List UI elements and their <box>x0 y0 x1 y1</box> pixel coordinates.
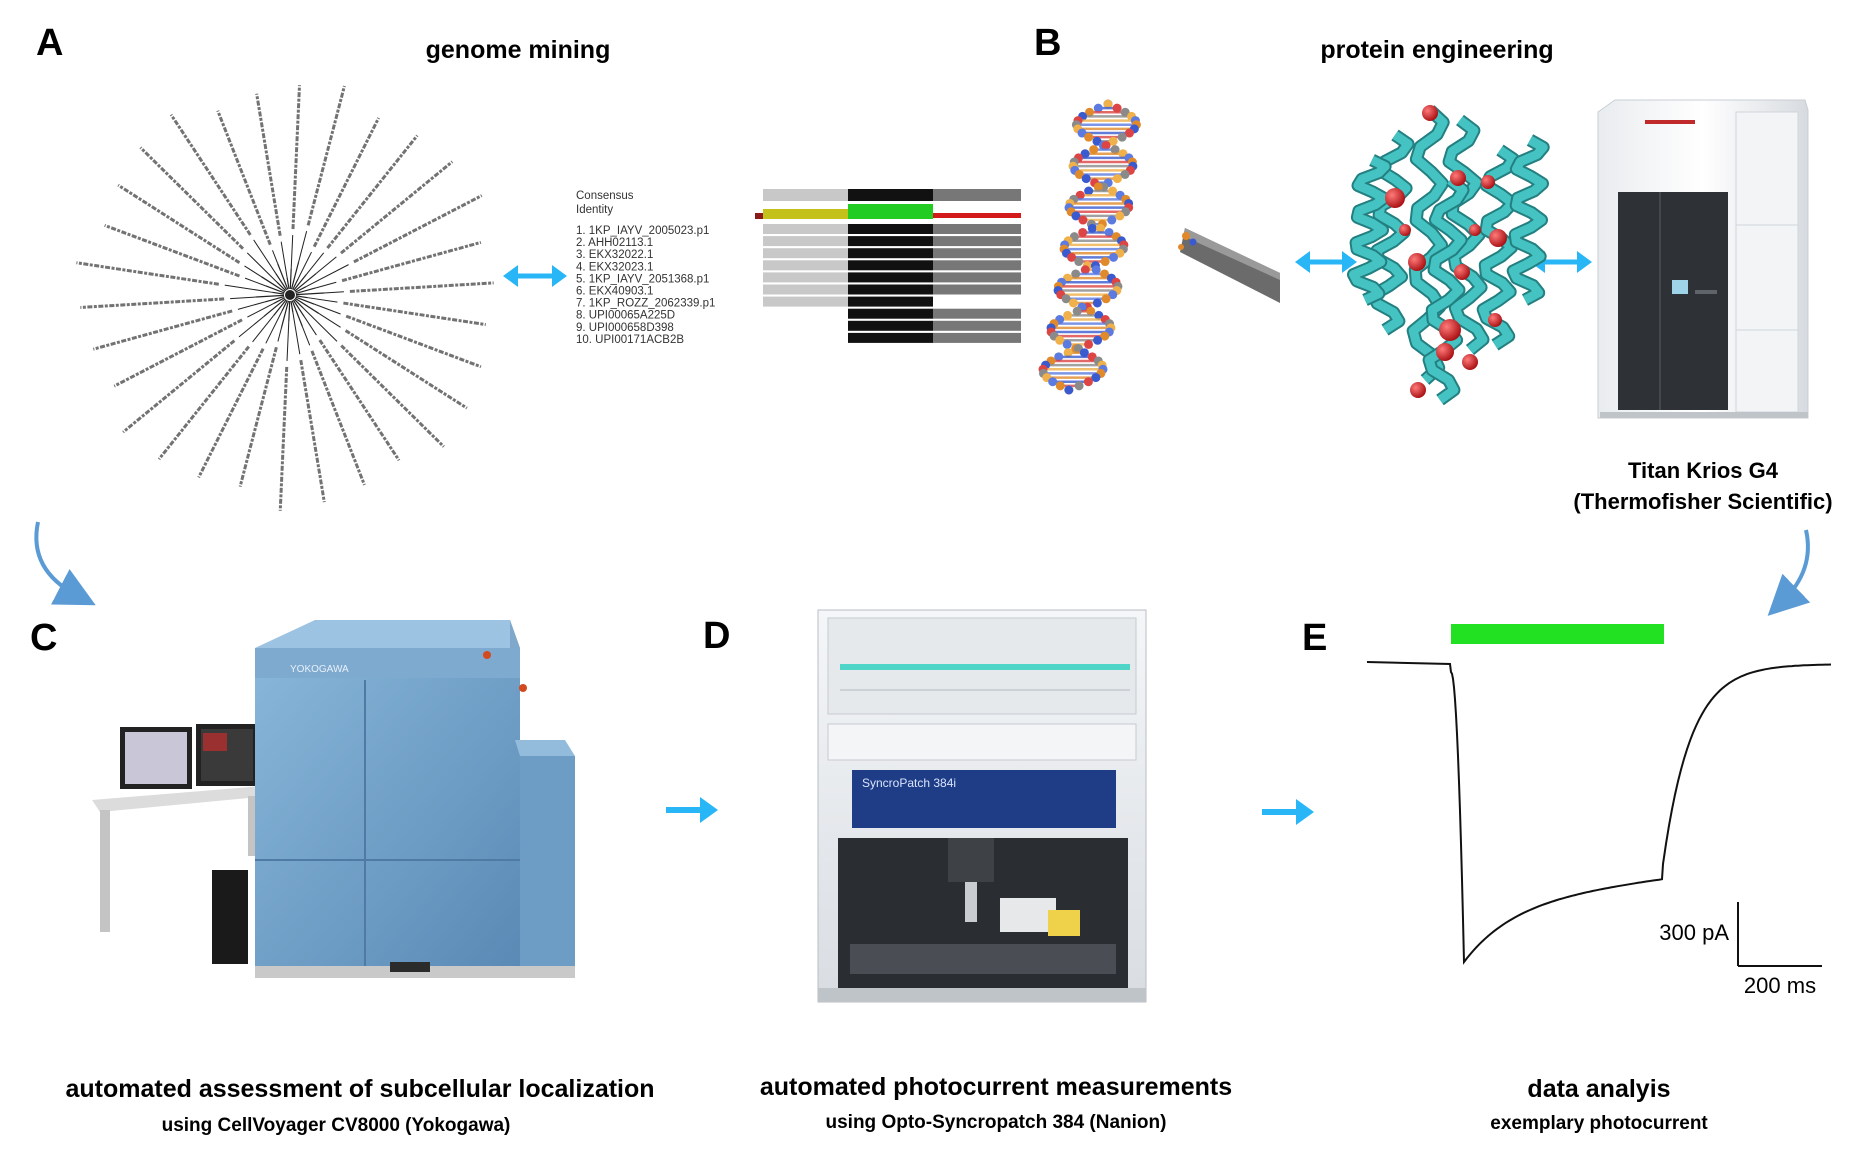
tree-leaf-label <box>113 318 243 388</box>
panel-letter-b: B <box>1034 22 1061 64</box>
panel-a-title: genome mining <box>426 36 611 64</box>
alignment-sequence-label: 6. EKX40903.1 <box>576 286 653 298</box>
scale-bar-time-label: 200 ms <box>1744 973 1816 998</box>
alignment-sequence-label: 1. 1KP_IAYV_2005023.p1 <box>576 225 709 237</box>
tree-leaf-label <box>341 240 482 283</box>
tree-leaf-label <box>344 329 468 410</box>
tree-leaf-label <box>310 350 366 486</box>
alignment-sequence-label: 5. 1KP_IAYV_2051368.p1 <box>576 273 709 285</box>
tree-leaf-label <box>104 223 240 278</box>
microscope-vendor: (Thermofisher Scientific) <box>1573 489 1832 514</box>
dna-helix-model <box>1038 99 1141 395</box>
alignment-sequence-label: 10. UPI00171ACB2B <box>576 334 684 346</box>
tree-leaf-label <box>340 344 445 448</box>
double-arrow-tree-alignment <box>503 265 567 287</box>
cv8000-brand: YOKOGAWA <box>290 664 349 675</box>
caption-e-main: data analyis <box>1527 1075 1670 1103</box>
light-stimulus-bar <box>1451 624 1664 644</box>
tree-leaf-label <box>157 345 251 461</box>
tree-leaf-label <box>306 85 346 226</box>
tree-leaf-label <box>343 301 487 327</box>
scale-bar-current-label: 300 pA <box>1659 920 1729 945</box>
scale-bar <box>1737 902 1822 967</box>
photocurrent-trace <box>1366 661 1832 965</box>
caption-d-main: automated photocurrent measurements <box>760 1073 1232 1101</box>
alignment-sequence-label: 8. UPI00065A225D <box>576 310 675 322</box>
panel-letter-e: E <box>1302 617 1327 659</box>
microscope-name: Titan Krios G4 <box>1628 458 1779 483</box>
arrow-c-to-d <box>666 797 718 823</box>
tree-leaf-label <box>117 183 241 264</box>
tree-leaf-label <box>80 297 225 309</box>
double-arrow-dna-protein <box>1295 251 1357 273</box>
panel-letter-c: C <box>30 617 57 659</box>
tree-leaf-label <box>353 194 483 264</box>
tree-leaf-label <box>349 281 494 293</box>
alignment-sequence-label: 9. UPI000658D398 <box>576 322 674 334</box>
tree-leaf-label <box>345 314 482 369</box>
caption-d-sub: using Opto-Syncropatch 384 (Nanion) <box>826 1112 1167 1133</box>
tree-leaf-label <box>197 347 265 479</box>
tree-leaf-label <box>318 339 401 462</box>
alignment-sequence-label: 7. 1KP_ROZZ_2062339.p1 <box>576 298 715 310</box>
panel-letter-d: D <box>703 615 730 657</box>
tree-leaf-label <box>169 113 252 236</box>
photocurrent-plot: 300 pA 200 ms <box>1366 624 1832 998</box>
alignment-sequence-label: 2. AHH02113.1 <box>576 237 653 249</box>
tree-leaf-label <box>326 134 419 250</box>
tree-leaf-label <box>139 146 245 250</box>
tree-leaf-label <box>278 366 289 511</box>
tree-leaf-label <box>291 85 302 230</box>
panel-letter-a: A <box>36 22 63 64</box>
titan-krios-microscope <box>1597 99 1809 419</box>
tree-leaf-label <box>76 261 220 286</box>
syncropatch-brand: SyncroPatch 384i <box>862 776 956 790</box>
arrow-d-to-e <box>1262 799 1314 825</box>
tree-leaf-label <box>238 346 278 487</box>
protein-structure-model <box>1347 105 1550 406</box>
alignment-sequence-label: 4. EKX32023.1 <box>576 261 653 273</box>
cellvoyager-cv8000-instrument: YOKOGAWA <box>92 620 575 978</box>
tree-leaf-label <box>312 117 380 248</box>
tree-leaf-label <box>299 359 326 503</box>
caption-c-sub: using CellVoyager CV8000 (Yokogawa) <box>162 1115 511 1136</box>
nanopore-rod <box>1178 228 1280 303</box>
tree-leaf-label <box>216 110 272 246</box>
tree-leaf-label <box>340 160 454 255</box>
syncropatch-384i-instrument: SyncroPatch 384i <box>817 609 1147 1003</box>
alignment-consensus-label: Consensus <box>576 190 634 202</box>
tree-leaf-label <box>122 339 236 434</box>
alignment-identity-label: Identity <box>576 204 613 216</box>
curved-arrow-b-to-e <box>1767 529 1811 616</box>
caption-c-main: automated assessment of subcellular loca… <box>65 1075 654 1103</box>
tree-leaf-label <box>255 93 282 237</box>
curved-arrow-a-to-c <box>34 521 96 606</box>
phylogenetic-tree <box>76 85 494 511</box>
caption-e-sub: exemplary photocurrent <box>1490 1113 1708 1134</box>
tree-leaf-label <box>92 309 233 351</box>
sequence-alignment: Consensus Identity 1. 1KP_IAYV_2005023.p… <box>576 189 1021 346</box>
alignment-sequence-label: 3. EKX32022.1 <box>576 249 653 261</box>
panel-b-title: protein engineering <box>1320 36 1553 64</box>
